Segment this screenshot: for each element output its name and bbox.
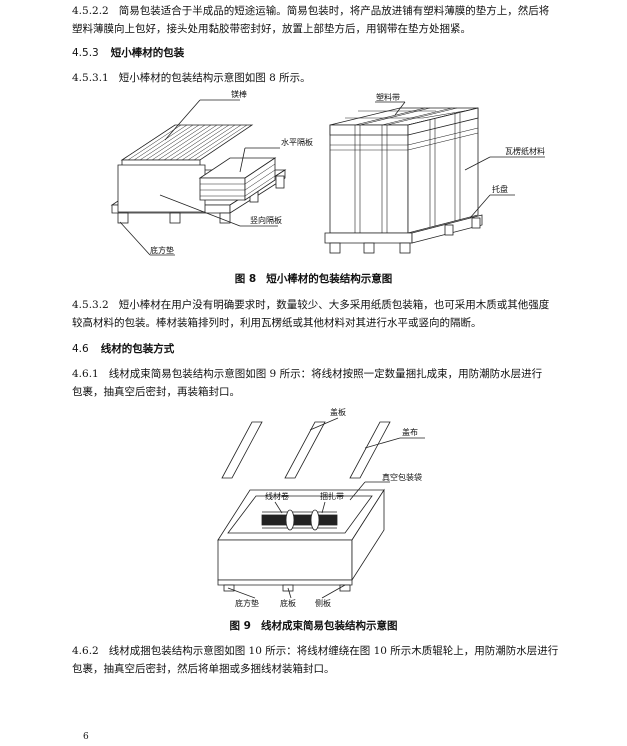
section-heading-4-5-3: 4.5.3 短小棒材的包装 xyxy=(72,45,184,60)
clause-number: 4.5.3.1 xyxy=(72,72,109,84)
figure-8-caption: 图 8 短小棒材的包装结构示意图 xyxy=(0,271,627,286)
label-rod: 镁棒 xyxy=(231,89,247,99)
section-title: 线材的包装方式 xyxy=(100,343,175,355)
section-number: 4.6 xyxy=(72,343,89,355)
closed-crate-drawing xyxy=(324,101,545,254)
paragraph-line: 短小棒材的包装结构示意图如图 8 所示。 xyxy=(118,72,311,84)
label-binding-strap: 捆扎带 xyxy=(320,491,344,501)
paragraph-line: 塑料薄膜向上包好，接头处用黏胶带密封好，放置上部垫方后，用钢带在垫方处捆紧。 xyxy=(72,23,471,35)
paragraph-line: 较高材料的包装。棒材装箱排列时，利用瓦楞纸或其他材料对其进行水平或竖向的隔断。 xyxy=(72,317,482,329)
label-horizontal-partition: 水平隔板 xyxy=(281,137,313,147)
paragraph-line: 线材成捆包装结构示意图如图 10 所示：将线材缠绕在图 10 所示木质辊轮上，用… xyxy=(108,645,559,657)
label-corrugated-material: 瓦楞纸材料 xyxy=(505,146,545,156)
label-bottom-pad: 底方垫 xyxy=(150,245,174,255)
figure-title: 短小棒材的包装结构示意图 xyxy=(266,273,393,285)
figure-9-caption: 图 9 线材成束简易包装结构示意图 xyxy=(0,618,627,633)
paragraph-line: 包裹，抽真空后密封，然后将单捆或多捆线材装箱封口。 xyxy=(72,663,335,675)
figure-number: 图 8 xyxy=(234,273,257,285)
wire-coil-shape xyxy=(261,509,338,531)
label-bottom-board: 底板 xyxy=(280,598,296,608)
clause-number: 4.6.2 xyxy=(72,645,99,657)
rod-crate-drawing xyxy=(110,99,287,256)
paragraph-4-6-2: 4.6.2 线材成捆包装结构示意图如图 10 所示：将线材缠绕在图 10 所示木质… xyxy=(72,642,572,678)
label-plastic-strap: 塑料带 xyxy=(376,92,400,102)
paragraph-4-5-3-2: 4.5.3.2 短小棒材在用户没有明确要求时，数量较少、大多采用纸质包装箱，也可采… xyxy=(72,296,572,332)
clause-number: 4.6.1 xyxy=(72,368,99,380)
label-wire-coil: 线材卷 xyxy=(265,491,289,501)
label-side-board: 侧板 xyxy=(315,598,331,608)
section-number: 4.5.3 xyxy=(72,47,99,59)
label-bottom-pad-9: 底方垫 xyxy=(235,598,259,608)
clause-number: 4.5.2.2 xyxy=(72,5,109,17)
paragraph-line: 短小棒材在用户没有明确要求时，数量较少、大多采用纸质包装箱，也可采用木质或其他强… xyxy=(118,299,550,311)
label-vacuum-bag: 真空包装袋 xyxy=(382,472,422,482)
paragraph-line: 包裹，抽真空后密封，再装箱封口。 xyxy=(72,386,240,398)
page-number: 6 xyxy=(83,732,89,742)
label-pallet: 托盘 xyxy=(492,184,508,194)
paragraph-4-5-2-2: 4.5.2.2 简易包装适合于半成品的短途运输。简易包装时，将产品放进铺有塑料薄膜… xyxy=(72,2,572,38)
wire-box-drawing xyxy=(217,417,425,599)
label-lid: 盖板 xyxy=(330,407,346,417)
paragraph-line: 简易包装适合于半成品的短途运输。简易包装时，将产品放进铺有塑料薄膜的垫方上，然后… xyxy=(118,5,550,17)
paragraph-4-5-3-1: 4.5.3.1 短小棒材的包装结构示意图如图 8 所示。 xyxy=(72,69,572,87)
figure-number: 图 9 xyxy=(229,620,251,632)
section-title: 短小棒材的包装 xyxy=(110,47,185,59)
paragraph-4-6-1: 4.6.1 线材成束简易包装结构示意图如图 9 所示：将线材按照一定数量捆扎成束，… xyxy=(72,365,572,401)
clause-number: 4.5.3.2 xyxy=(72,299,109,311)
paragraph-line: 线材成束简易包装结构示意图如图 9 所示：将线材按照一定数量捆扎成束，用防潮防水… xyxy=(108,368,543,380)
figure-title: 线材成束简易包装结构示意图 xyxy=(260,620,398,632)
section-heading-4-6: 4.6 线材的包装方式 xyxy=(72,341,174,356)
label-vertical-partition: 竖向隔板 xyxy=(250,215,282,225)
label-cover-strip: 盖布 xyxy=(402,427,418,437)
